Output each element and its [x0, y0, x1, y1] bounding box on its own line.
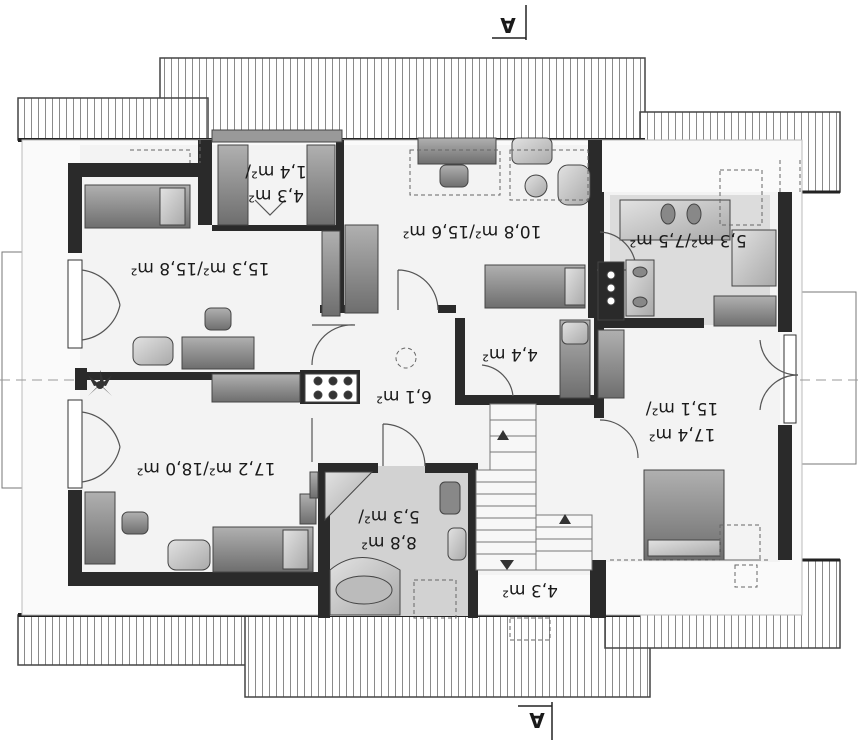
stairs: [475, 403, 593, 571]
section-label-top: A: [500, 13, 516, 37]
desk-top-left: [181, 336, 255, 370]
room-label-stair-landing: 4,3 m²: [502, 580, 558, 600]
room-label-utility: 4,4 m²: [482, 344, 538, 364]
furniture: [84, 129, 777, 616]
room-label-bedroom-top-left: 15,3 m²/15,8 m²: [131, 258, 270, 278]
plant-icon: [88, 370, 112, 396]
windows: [67, 259, 797, 489]
section-marker-top: A: [492, 5, 527, 40]
room-labels: 15,3 m²/15,8 m² 1,4 m²/ 4,3 m² 10,8 m²/1…: [131, 161, 747, 600]
desk-bottom-left: [84, 491, 116, 565]
roof-top-ridge: [159, 57, 646, 141]
room-label-bedroom-right: 15,1 m²/: [646, 398, 719, 418]
wardrobe-cabinets: [217, 144, 249, 226]
room-label-bathroom-center: 5,3 m²/: [358, 506, 420, 526]
desk-study: [417, 137, 497, 165]
room-label-hall: 6,1 m²: [376, 386, 432, 406]
roof-right-eave: [799, 291, 857, 465]
room-label-bedroom-right-2: 17,4 m²: [649, 424, 716, 444]
roof-top-left: [17, 97, 209, 141]
room-label-bathroom-center-2: 8,8 m²: [361, 532, 417, 552]
room-label-bathroom-right: 5,3 m²/7,5 m²: [629, 230, 746, 250]
room-label-wardrobe: 1,4 m²/: [245, 161, 307, 181]
room-label-wardrobe-2: 4,3 m²: [248, 185, 304, 205]
section-label-bottom: A: [529, 708, 545, 732]
section-marker-bottom: A: [518, 702, 553, 740]
bathroom-right-bath: [619, 199, 731, 241]
roof-bottom-center: [244, 614, 651, 698]
room-label-study: 10,8 m²/15,6 m²: [403, 221, 542, 241]
room-label-bedroom-bottom-left: 17,2 m²/18,0 m²: [137, 458, 276, 478]
roof-bottom-left: [17, 614, 249, 666]
roof-windows: [130, 140, 801, 641]
doors: [81, 199, 799, 483]
